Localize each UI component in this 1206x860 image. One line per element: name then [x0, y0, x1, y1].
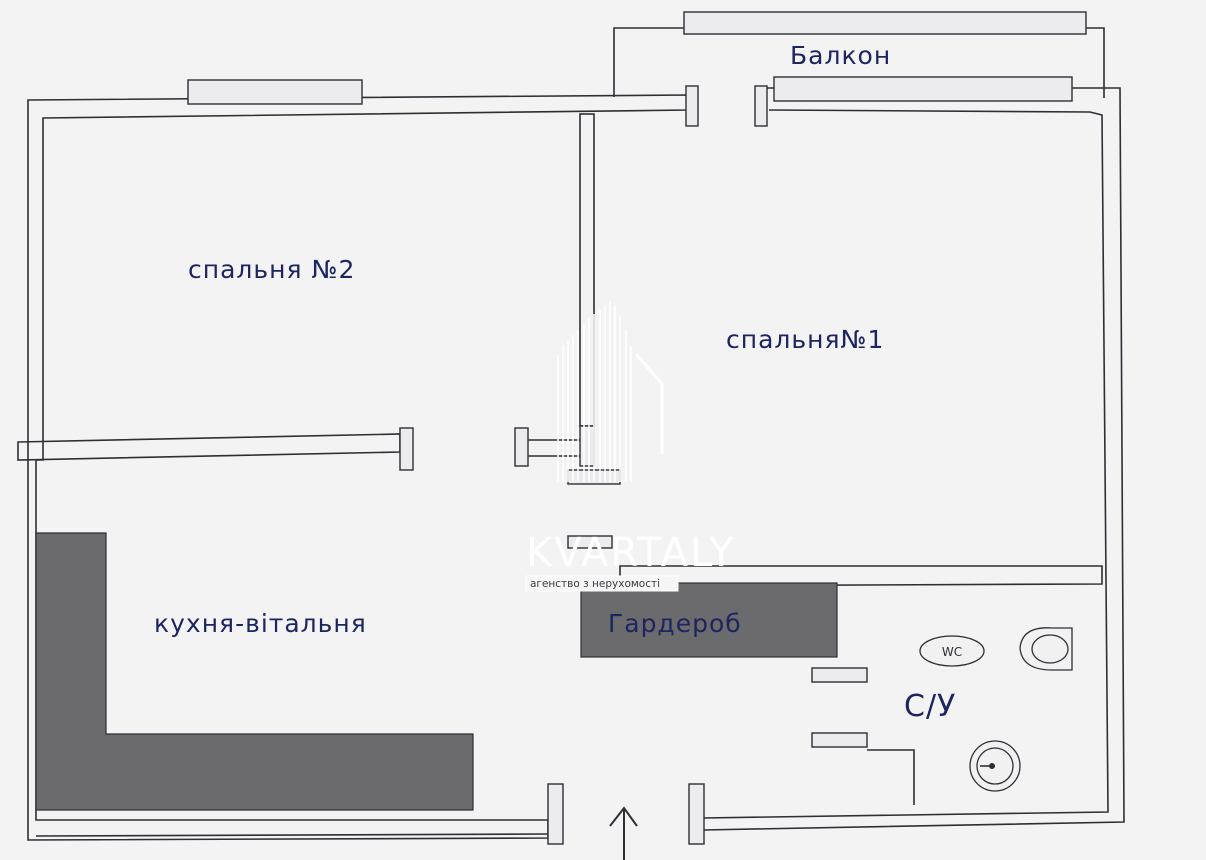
- window-bedroom-2: [187, 79, 363, 105]
- logo-tagline-box: [525, 575, 679, 592]
- wc-sign: [919, 635, 985, 667]
- kvartaly-logo: KVARTALY агенство з нерухомості: [525, 301, 735, 592]
- balcony-door-jamb-left: [685, 85, 699, 127]
- label-bathroom: С/У: [904, 689, 956, 724]
- label-bedroom-2: спальня №2: [188, 255, 355, 284]
- balcony-window: [683, 11, 1087, 35]
- door-jamb-bedroom2-right: [514, 427, 529, 467]
- logo-tagline: агенство з нерухомості: [530, 578, 660, 590]
- wardrobe-block: [580, 582, 838, 658]
- arrow-up-icon: [609, 806, 638, 860]
- toilet-icon: [1019, 627, 1073, 671]
- entrance-jamb-right: [688, 783, 705, 845]
- logo-bars: [557, 301, 664, 482]
- washbasin-icon: [969, 740, 1021, 792]
- inner-wall-right: [702, 109, 1109, 819]
- door-jamb-bedroom2-left: [399, 427, 414, 471]
- kitchen-counter: [35, 532, 474, 811]
- bath-shower-wall: [867, 749, 915, 805]
- bath-door-jamb-bottom: [811, 732, 868, 748]
- door-jamb-bedroom1-bottom: [567, 535, 613, 549]
- label-kitchen-living: кухня-вітальня: [154, 609, 367, 638]
- label-bedroom-1: спальня№1: [726, 325, 884, 354]
- label-wardrobe: Гардероб: [608, 609, 742, 638]
- wc-label: WC: [942, 645, 962, 659]
- window-bedroom-1: [773, 76, 1073, 102]
- logo-wordmark: KVARTALY: [526, 530, 735, 576]
- partition-end: [579, 425, 595, 467]
- bath-door-jamb-top: [811, 667, 868, 683]
- label-balcony: Балкон: [790, 41, 891, 70]
- entrance-jamb-left: [547, 783, 564, 845]
- outer-wall-bottom: [35, 833, 549, 837]
- balcony-door-jamb-right: [754, 85, 768, 127]
